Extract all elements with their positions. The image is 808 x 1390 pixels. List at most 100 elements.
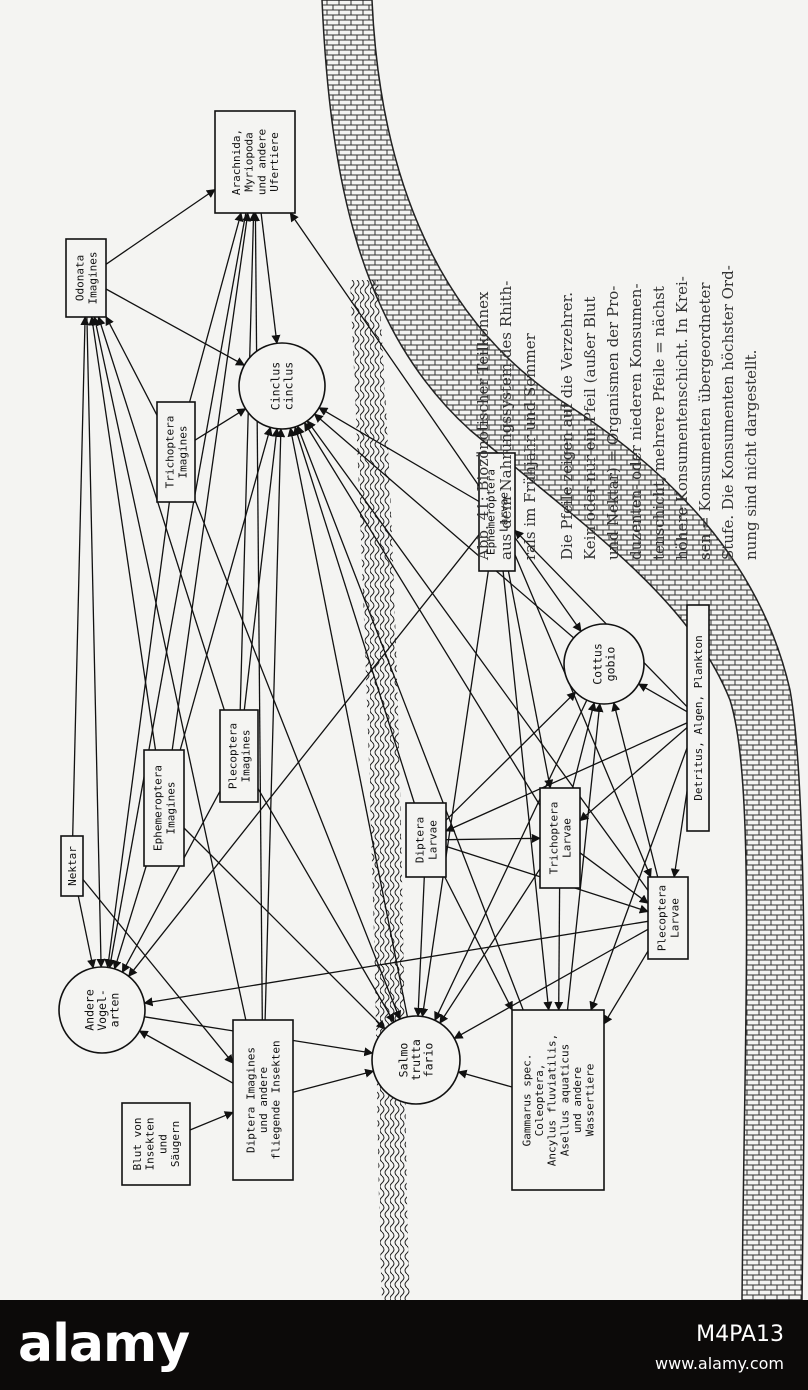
node-label-line: Larvae [560, 818, 573, 858]
node-label-line: Andere [83, 989, 97, 1031]
arrow-ephemeroptera_imagines-to-andere_vogelarten [112, 865, 147, 970]
arrow-detritus-to-plecoptera_larvae [670, 791, 688, 878]
node-circle [238, 342, 326, 430]
node-label-line: Larvae [497, 492, 510, 532]
node-label-line: fliegende Insekten [270, 1040, 283, 1159]
node-box [232, 1019, 294, 1181]
arrow-arachnida-to-andere_vogelarten [106, 212, 247, 969]
stream-water-waves [350, 280, 410, 1300]
node-label-line: und [156, 1134, 169, 1154]
stream-bank-rock [321, 0, 805, 1300]
arrow-nektar-to-diptera_imagines [82, 879, 234, 1064]
node-label-line: Insekten [144, 1118, 157, 1171]
arrow-blut-to-diptera_imagines [189, 1111, 234, 1131]
caption-line: Stufe. Die Konsumenten höchster Ord- [719, 265, 737, 560]
caption-line: nung sind nicht dargestellt. [742, 350, 760, 560]
node-box [219, 709, 259, 803]
node-box [156, 401, 196, 503]
node-label-line: und andere [257, 1067, 270, 1133]
node-box [143, 749, 185, 867]
node-box [686, 604, 710, 832]
arrow-cottus-to-cinclus [313, 413, 575, 639]
arrow-diptera_larvae-to-gammarus [444, 876, 513, 1011]
arrow-trichoptera_larvae-to-gammarus [554, 887, 564, 1011]
arrow-diptera_larvae-to-salmo [413, 876, 425, 1017]
node-label-line: Asellus aquaticus [558, 1044, 571, 1157]
node-box [60, 835, 84, 897]
arrow-plecoptera_larvae-to-gammarus [603, 950, 649, 1025]
node-label-line: Diptera Imagines [245, 1047, 258, 1153]
arrow-trichoptera_larvae-to-cinclus [303, 421, 541, 806]
arrow-plecoptera_larvae-to-cinclus [306, 420, 649, 891]
stock-image-id: M4PA13 [696, 1322, 784, 1347]
arrow-salmo-to-cinclus [287, 427, 409, 1017]
node-label-line: Salmo [397, 1043, 411, 1078]
node-label-line: Cinclus [269, 362, 283, 410]
node-box [511, 1009, 605, 1191]
node-box [647, 876, 689, 960]
arrow-diptera_imagines-to-cinclus [264, 428, 286, 1021]
node-detritus: Detritus, Algen, Plankton [686, 604, 710, 832]
arrow-diptera_imagines-to-odonata_imagines [91, 316, 247, 1021]
node-label-line: arten [108, 993, 122, 1028]
arrow-ephemeroptera_larvae-to-cinclus [318, 407, 480, 503]
node-label-line: Ufertiere [268, 132, 281, 192]
arrow-diptera_imagines-to-salmo [292, 1068, 375, 1093]
arrow-ephemeroptera_larvae-to-trichoptera_larvae [507, 570, 554, 789]
node-circle [58, 966, 146, 1054]
arrow-plecoptera_imagines-to-cinclus [243, 427, 281, 711]
node-label-line: Ephemeroptera [485, 469, 498, 555]
node-label-line: Trichoptera [164, 416, 177, 489]
stock-footer: alamy M4PA13 www.alamy.com [0, 1300, 808, 1390]
node-box [478, 452, 516, 572]
caption-line: rals im Frühjahr und Sommer [521, 332, 539, 560]
node-box [65, 238, 107, 318]
node-label-line: Cottus [591, 643, 605, 685]
caption-line: und Nektar) = Organismen der Pro- [604, 286, 622, 560]
node-label-line: Trichoptera [548, 802, 561, 875]
arrow-ephemeroptera_larvae-to-cottus [514, 537, 582, 633]
arrow-diptera_imagines-to-andere_vogelarten [138, 1030, 234, 1084]
arrow-gammarus-to-cottus [566, 702, 604, 1011]
arrow-odonata_imagines-to-andere_vogelarten [86, 316, 106, 968]
arrow-detritus-to-ephemeroptera_larvae [514, 529, 688, 708]
caption-line: duzenten- oder niederen Konsumen- [627, 283, 645, 560]
arrow-plecoptera_imagines-to-odonata_imagines [96, 316, 225, 711]
caption-line: aus dem Nahrungssystem des Rhith- [497, 281, 515, 560]
arrow-plecoptera_imagines-to-andere_vogelarten [121, 790, 221, 974]
node-box [405, 802, 447, 878]
node-label-line: Imagines [239, 730, 252, 783]
caption-line: tenschicht, mehrere Pfeile = nächst [650, 286, 668, 560]
arrow-ephemeroptera_larvae-to-andere_vogelarten [128, 534, 480, 978]
node-label-line: fario [422, 1043, 436, 1078]
arrow-plecoptera_larvae-to-salmo [453, 928, 649, 1039]
arrow-trichoptera_imagines-to-arachnida [188, 212, 244, 403]
node-label-line: Vogel- [95, 989, 109, 1031]
node-circle [563, 623, 645, 705]
arrow-trichoptera_imagines-to-odonata_imagines [105, 315, 158, 416]
node-label-line: Imagines [164, 782, 177, 835]
caption-line: sen = Konsumenten übergeordneter [696, 282, 714, 560]
node-box [121, 1102, 191, 1186]
stock-logo: alamy [18, 1314, 190, 1374]
node-label-line: trutta [409, 1039, 423, 1081]
node-label-line: Säugern [169, 1121, 182, 1167]
node-label-line: Plecoptera [227, 723, 240, 789]
node-label-line: und andere [255, 129, 268, 195]
arrow-trichoptera_larvae-to-salmo [439, 868, 541, 1024]
node-box [539, 787, 581, 889]
arrow-ephemeroptera_imagines-to-odonata_imagines [88, 316, 157, 751]
arrow-detritus-to-cottus [637, 683, 688, 713]
arrow-nektar-to-odonata_imagines [72, 316, 90, 837]
arrow-ephemeroptera_larvae-to-salmo [419, 570, 489, 1018]
